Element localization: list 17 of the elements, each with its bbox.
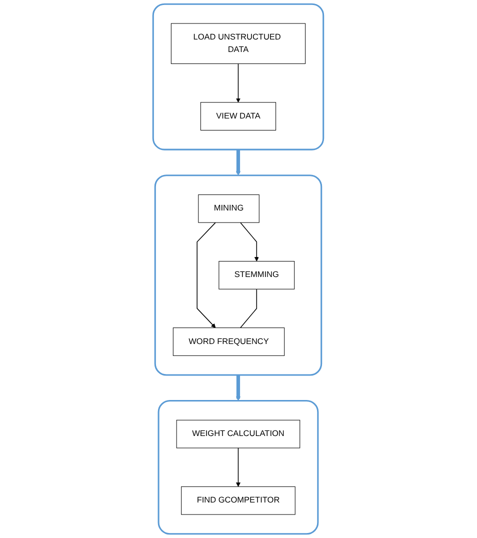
node-box: FIND GCOMPETITOR [181,486,296,515]
arrow [236,448,241,487]
node-box: MINING [198,194,260,223]
cluster [154,174,322,376]
node-box: VIEW DATA [200,102,276,130]
arrow [236,375,241,401]
arrow [236,63,241,103]
cluster [152,3,324,150]
node-box: STEMMING [218,261,295,290]
arrow [240,222,260,262]
connector [240,288,258,328]
cluster [158,400,319,535]
arrow [196,222,216,328]
node-box: WEIGHT CALCULATION [176,420,300,448]
node-box: LOAD UNSTRUCTUED DATA [171,23,306,64]
node-box: WORD FREQUENCY [173,328,285,356]
arrow [236,150,241,176]
